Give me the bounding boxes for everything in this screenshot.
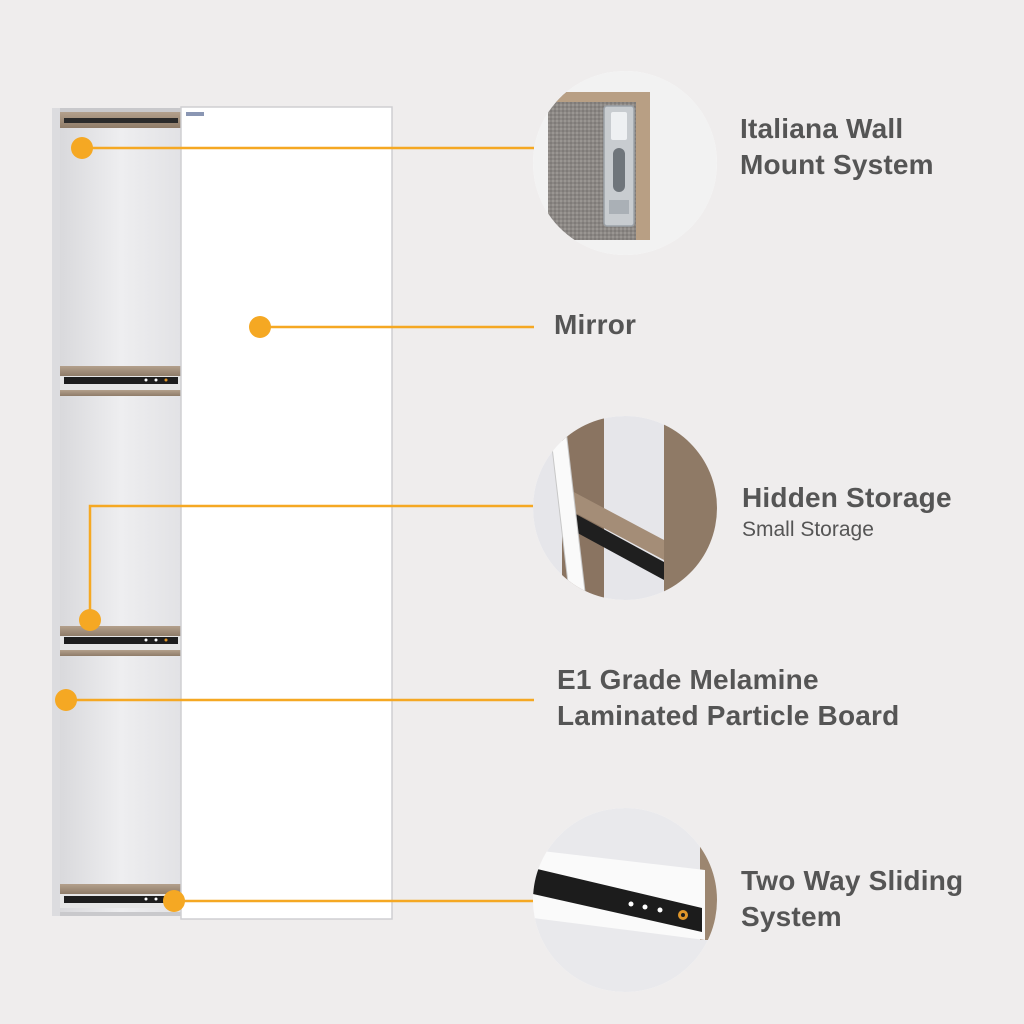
callout-dots: [55, 137, 271, 912]
mirror-panel: [180, 106, 393, 920]
label-hidden-storage: Hidden Storage: [742, 482, 952, 513]
label-wall-mount-line2: Mount System: [740, 149, 934, 180]
label-sliding: Two Way Sliding System: [741, 863, 963, 935]
cabinet: [52, 108, 184, 916]
callout-dot-mirror: [249, 316, 271, 338]
label-mirror: Mirror: [554, 309, 637, 340]
label-sliding-line1: Two Way Sliding: [741, 865, 964, 896]
label-board-line1: E1 Grade Melamine: [557, 664, 819, 695]
shelf: [60, 366, 182, 396]
detail-sliding-rail: [533, 808, 717, 992]
label-wall-mount: Italiana Wall Mount System: [740, 111, 934, 183]
detail-hidden-storage: [533, 416, 717, 600]
detail-wall-mount: [533, 71, 717, 255]
callout-dot-wall-mount: [71, 137, 93, 159]
label-wall-mount-line1: Italiana Wall: [740, 113, 904, 144]
callout-dot-sliding: [163, 890, 185, 912]
label-board-line2: Laminated Particle Board: [557, 700, 900, 731]
shelf: [60, 626, 182, 656]
label-board: E1 Grade Melamine Laminated Particle Boa…: [557, 662, 899, 734]
callout-dot-board: [55, 689, 77, 711]
callout-lines: [66, 146, 534, 903]
label-sliding-line2: System: [741, 901, 842, 932]
sublabel-hidden-storage: Small Storage: [742, 518, 874, 541]
callout-dot-hidden-storage: [79, 609, 101, 631]
